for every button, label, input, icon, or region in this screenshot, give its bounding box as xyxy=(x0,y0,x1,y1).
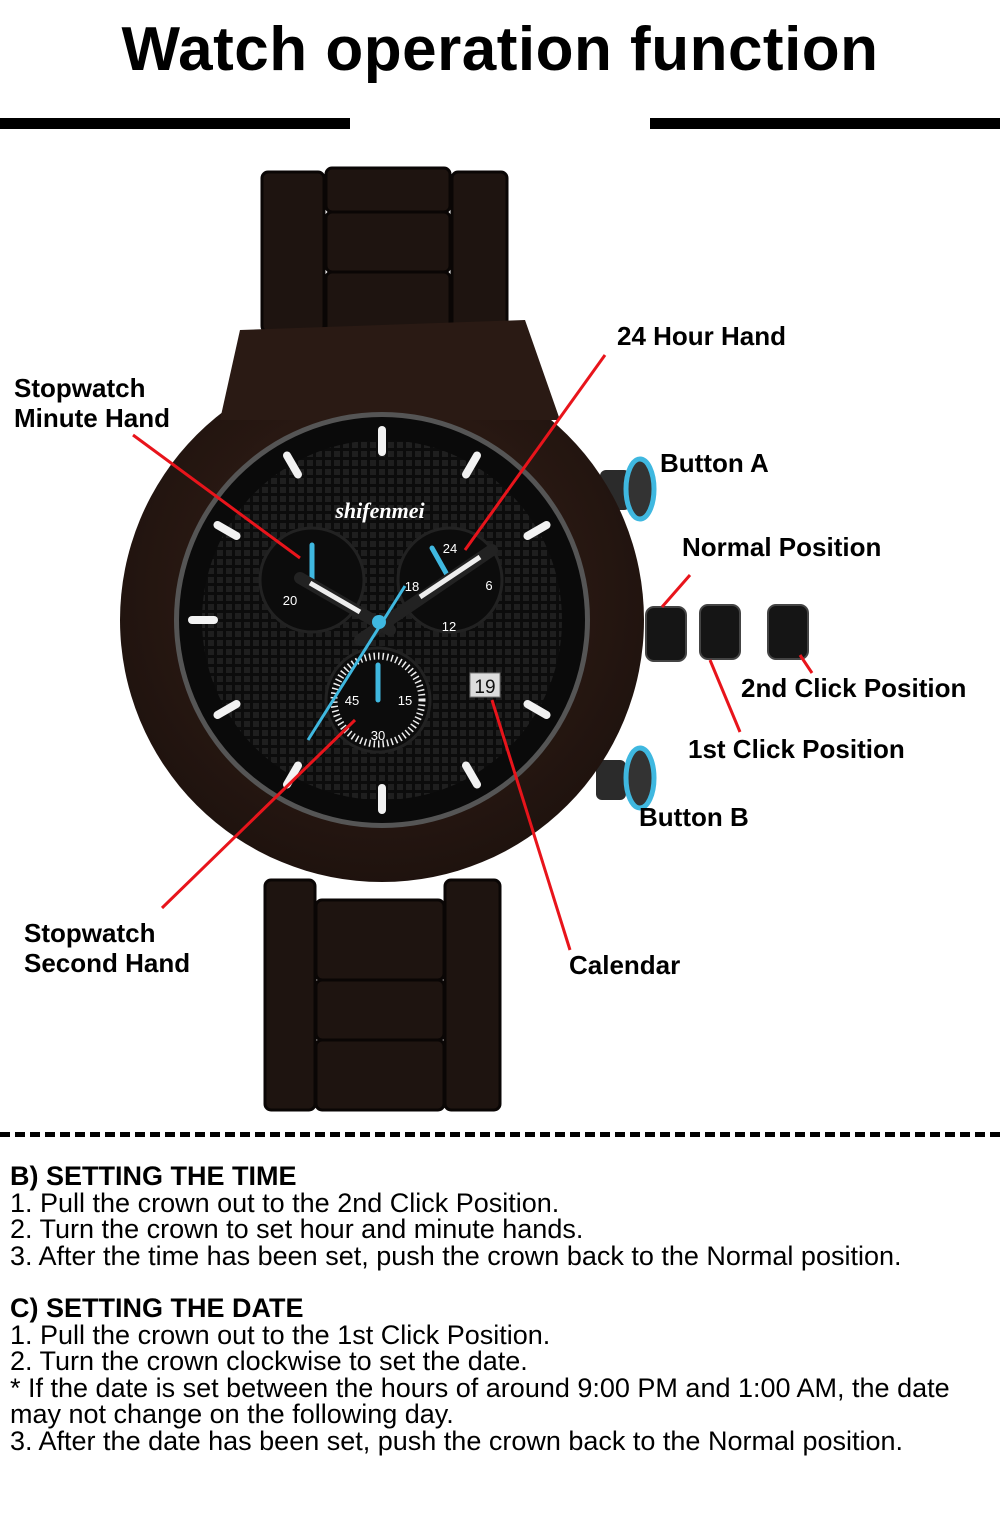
subdial-bottom-num: 30 xyxy=(371,728,385,743)
instruction-line: * If the date is set between the hours o… xyxy=(10,1372,950,1429)
subdial-left-num: 20 xyxy=(283,593,297,608)
subdial-right-num: 12 xyxy=(442,619,456,634)
label-line: Second Hand xyxy=(24,948,191,978)
label-line: Stopwatch xyxy=(14,373,146,403)
instruction-line: 1. Pull the crown out to the 1st Click P… xyxy=(10,1319,551,1350)
label-normal-position: Normal Position xyxy=(682,532,882,562)
label-line: Stopwatch xyxy=(24,918,156,948)
callout-line xyxy=(660,574,692,608)
instruction-line: 2. Turn the crown to set hour and minute… xyxy=(10,1214,584,1244)
callout-lines xyxy=(132,354,814,951)
section-heading-time: B) SETTING THE TIME xyxy=(10,1161,297,1191)
page-title: Watch operation function xyxy=(121,15,879,84)
strap-bottom xyxy=(263,878,502,1112)
hour-marker xyxy=(213,521,241,540)
button-b xyxy=(596,745,657,811)
callout-line xyxy=(463,354,607,551)
label-stopwatch-second-hand: Stopwatch Second Hand xyxy=(24,918,190,978)
instruction-line: 3. After the date has been set, push the… xyxy=(10,1425,904,1456)
hour-marker xyxy=(283,761,302,789)
label-line: Minute Hand xyxy=(14,403,170,433)
hour-marker xyxy=(462,761,481,789)
subdial-right-num: 18 xyxy=(405,579,419,594)
section-heading-date: C) SETTING THE DATE xyxy=(10,1293,304,1323)
brand-logo: shifenmei xyxy=(334,498,425,523)
title-rule-left xyxy=(0,118,350,129)
hour-marker xyxy=(213,700,241,719)
subdial-bottom-num: 45 xyxy=(345,693,359,708)
instructions: B) SETTING THE TIME 1. Pull the crown ou… xyxy=(10,1163,995,1454)
section-divider xyxy=(0,1132,1000,1137)
date-window xyxy=(469,672,501,698)
title-rule-right xyxy=(650,118,1000,129)
callout-line xyxy=(490,699,572,951)
date-value: 19 xyxy=(474,677,495,698)
callout-line xyxy=(798,654,814,674)
second-hand xyxy=(306,585,407,741)
crown-positions xyxy=(645,604,809,662)
subdial-bottom-num: 15 xyxy=(398,693,412,708)
label-button-b: Button B xyxy=(639,802,749,832)
callout-line xyxy=(132,433,301,560)
callout-line xyxy=(708,659,742,733)
label-calendar: Calendar xyxy=(569,950,681,980)
hour-marker xyxy=(523,521,551,540)
subdial-right-num: 6 xyxy=(485,578,492,593)
callout-line xyxy=(160,718,357,910)
instruction-line: 2. Turn the crown clockwise to set the d… xyxy=(10,1346,528,1376)
label-stopwatch-minute-hand: Stopwatch Minute Hand xyxy=(14,373,170,433)
instruction-line: 1. Pull the crown out to the 2nd Click P… xyxy=(10,1187,560,1218)
label-24-hour-hand: 24 Hour Hand xyxy=(617,321,787,351)
label-button-a: Button A xyxy=(660,448,769,478)
hour-marker xyxy=(283,451,302,479)
subdial-right-num: 24 xyxy=(443,541,457,556)
hour-marker xyxy=(462,451,481,479)
center-pin xyxy=(372,615,386,629)
instruction-line: 3. After the time has been set, push the… xyxy=(10,1240,902,1271)
label-2nd-click-position: 2nd Click Position xyxy=(741,673,967,703)
hour-marker xyxy=(523,700,551,719)
label-1st-click-position: 1st Click Position xyxy=(688,734,905,764)
watch-illustration: 20 24 6 12 18 30 15 45 shifenmei 19 xyxy=(120,166,814,1112)
